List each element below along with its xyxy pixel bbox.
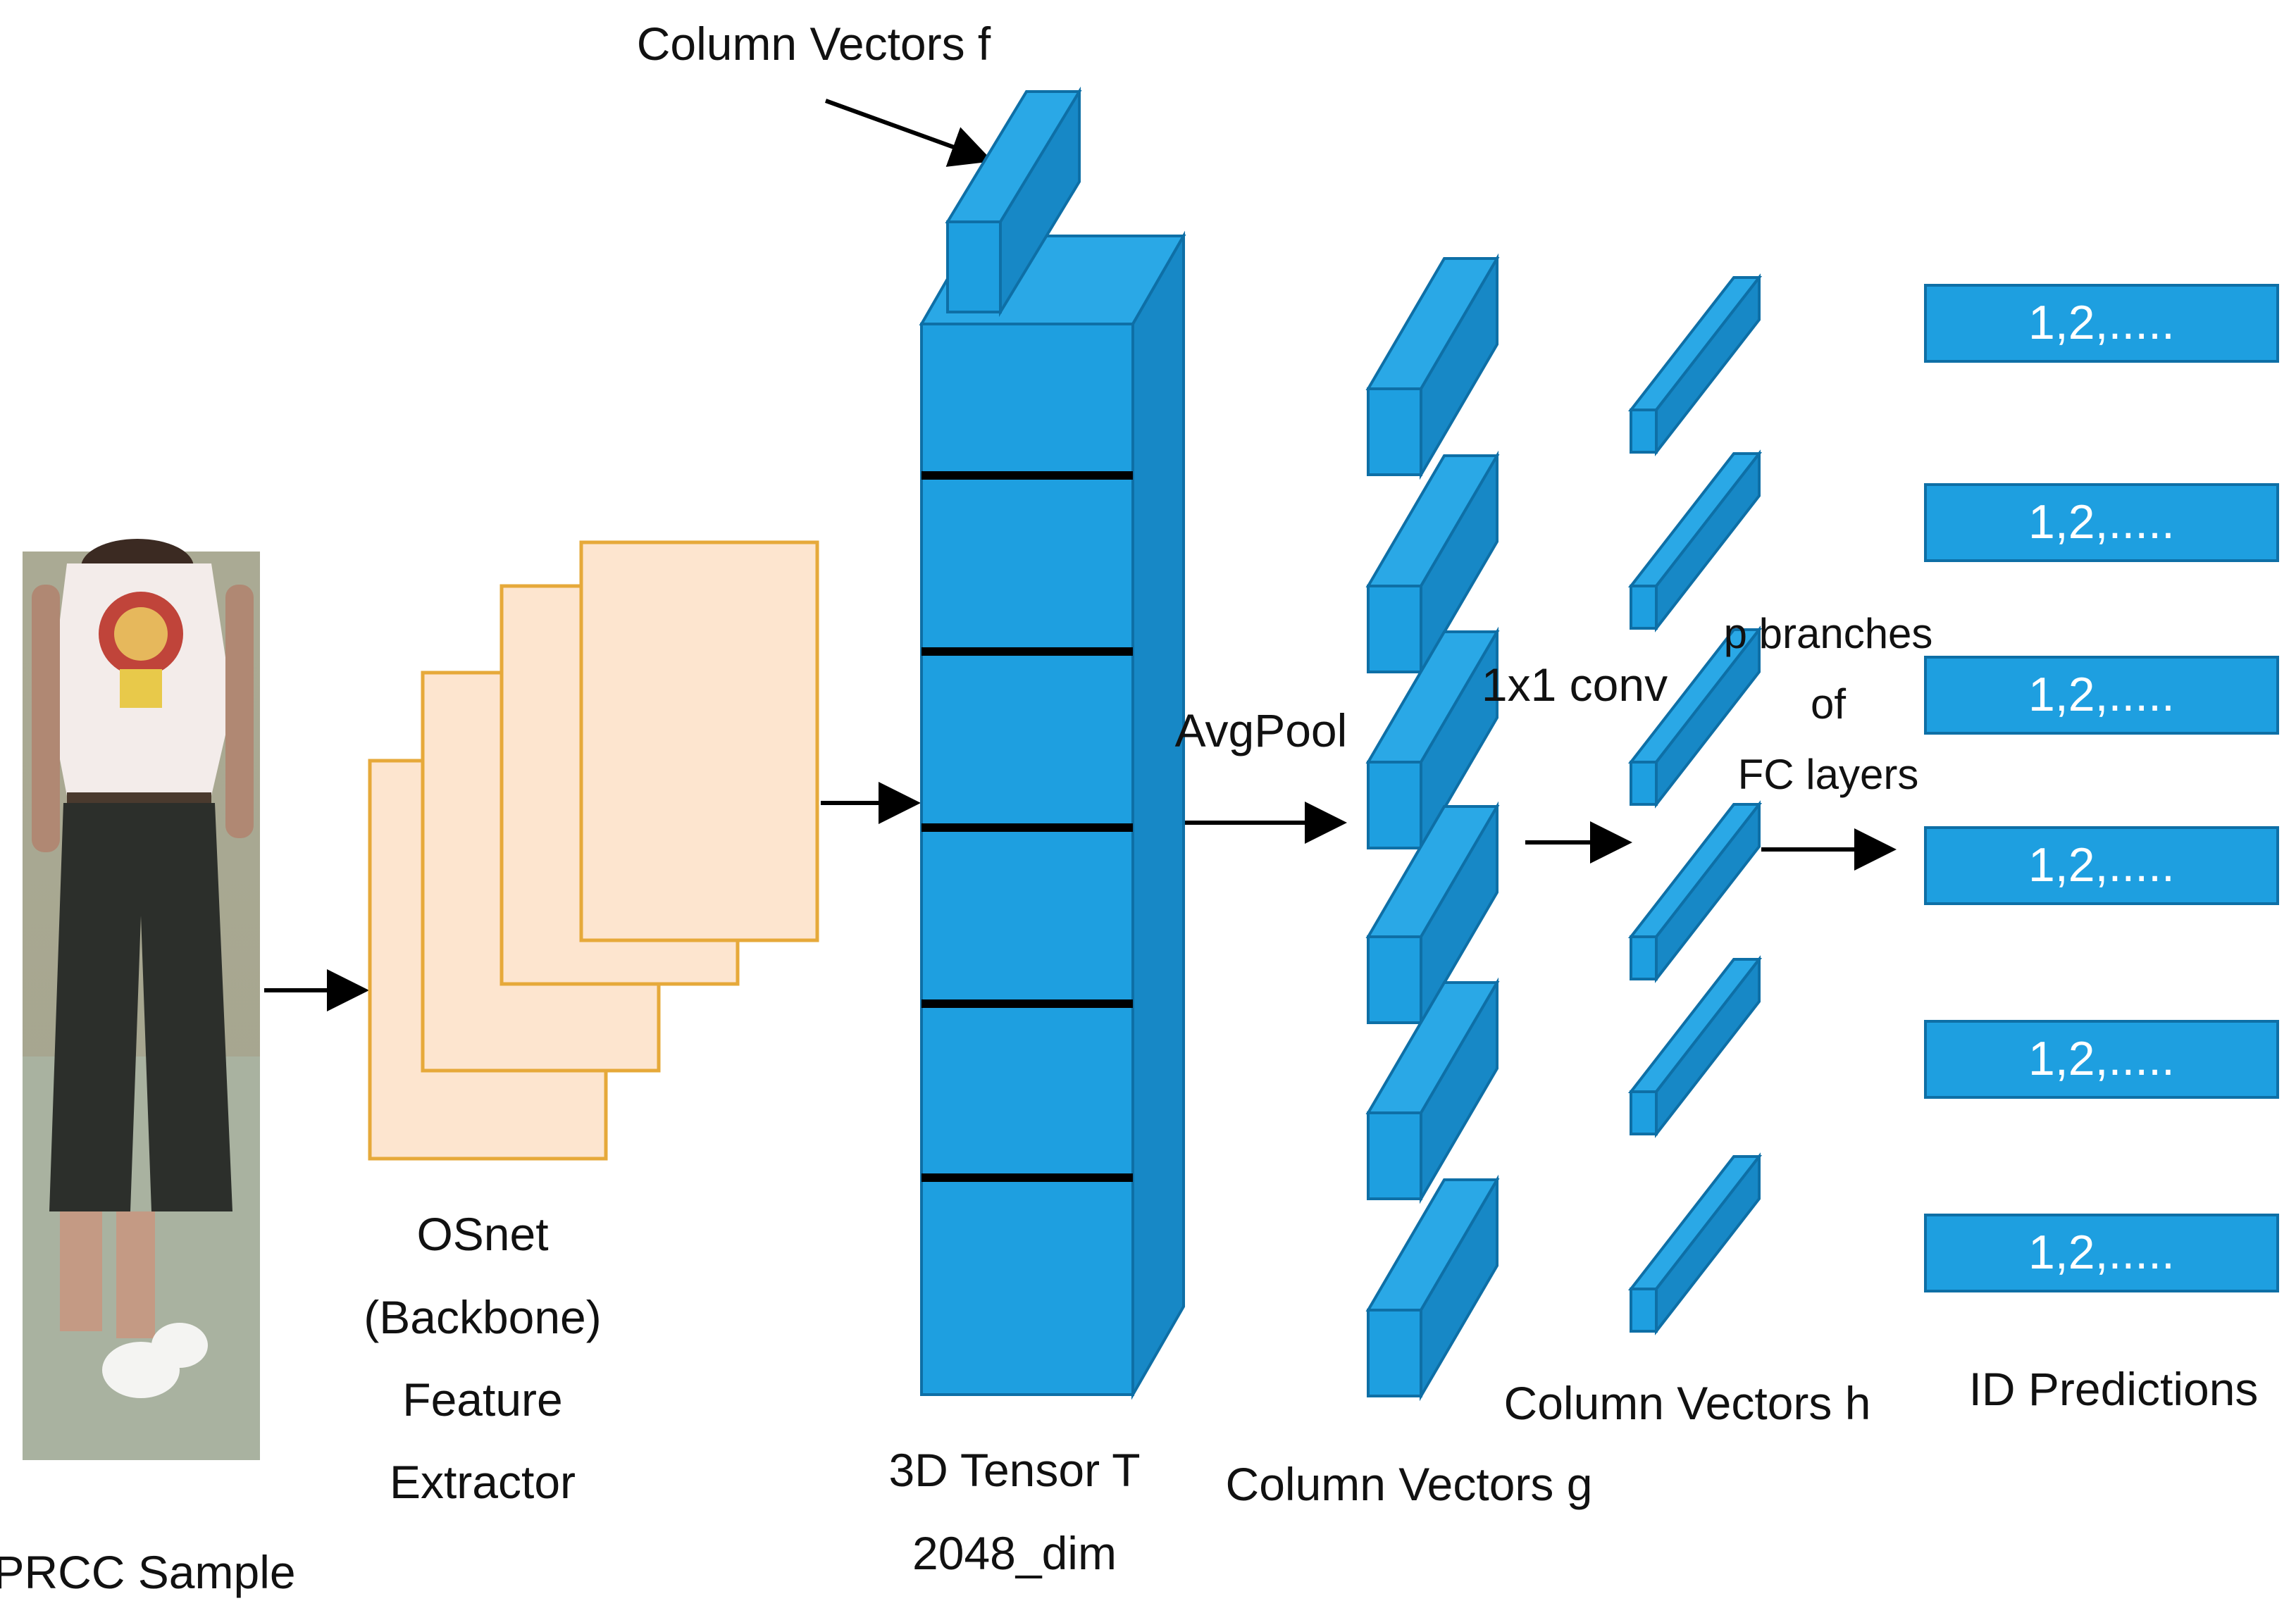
column-vector-h: [1627, 1152, 1763, 1335]
label-fc-layers: FC layers: [1738, 751, 1919, 798]
id-prediction-box: [1924, 1214, 2279, 1292]
label-extractor: Extractor: [390, 1456, 576, 1508]
arrows: [264, 99, 1897, 1011]
tensor-t: [919, 230, 1186, 1400]
id-prediction-text: 1,2,.....: [2028, 1226, 2175, 1279]
id-prediction-text: 1,2,.....: [2028, 1032, 2175, 1085]
id-prediction-box: [1924, 483, 2279, 562]
id-prediction-text: 1,2,.....: [2028, 495, 2175, 549]
label-feature: Feature: [402, 1373, 562, 1426]
feature-map: [579, 540, 819, 942]
id-prediction-box: [1924, 656, 2279, 735]
id-prediction-box: [1924, 826, 2279, 905]
column-vector-h: [1627, 955, 1763, 1138]
column-vector-g: [1365, 977, 1500, 1204]
feature-maps: [368, 540, 819, 1161]
label-column-vectors-h: Column Vectors h: [1504, 1377, 1871, 1429]
id-prediction-text: 1,2,.....: [2028, 838, 2175, 892]
id-prediction-text: 1,2,.....: [2028, 668, 2175, 721]
column-vectors-g: [1365, 253, 1500, 1402]
label-backbone: (Backbone): [364, 1291, 602, 1343]
id-prediction-box: [1924, 284, 2279, 363]
column-vector-g: [1365, 253, 1500, 480]
arrow-to-column-f: [824, 99, 993, 167]
column-vector-g: [1365, 1174, 1500, 1402]
label-osnet: OSnet: [416, 1208, 548, 1260]
column-vector-h: [1627, 800, 1763, 983]
prcc-sample-image: [23, 539, 260, 1460]
column-vector-h: [1627, 273, 1763, 456]
label-column-vectors-g: Column Vectors g: [1226, 1458, 1593, 1510]
column-vector-h: [1627, 449, 1763, 633]
label-id-predictions: ID Predictions: [1969, 1363, 2259, 1415]
label-of: of: [1811, 680, 1846, 728]
column-vector-g: [1365, 450, 1500, 678]
label-2048-dim: 2048_dim: [912, 1527, 1117, 1579]
label-avgpool: AvgPool: [1175, 704, 1348, 756]
id-prediction-boxes: 1,2,..... 1,2,..... 1,2,..... 1,2,..... 1,2,…: [1924, 284, 2279, 1292]
column-vector-h: [1627, 625, 1763, 809]
label-column-vectors-f: Column Vectors f: [637, 18, 991, 70]
id-prediction-box: [1924, 1020, 2279, 1099]
id-prediction-text: 1,2,.....: [2028, 296, 2175, 349]
column-vector-g: [1365, 801, 1500, 1028]
label-3d-tensor: 3D Tensor T: [888, 1444, 1140, 1496]
label-prcc-sample: PRCC Sample: [0, 1546, 296, 1598]
column-vector-g: [1365, 626, 1500, 854]
label-p-branches: p branches: [1724, 610, 1933, 657]
column-vector-f: [945, 86, 1082, 318]
label-1x1-conv: 1x1 conv: [1482, 659, 1668, 711]
column-vectors-h: [1627, 273, 1763, 1335]
